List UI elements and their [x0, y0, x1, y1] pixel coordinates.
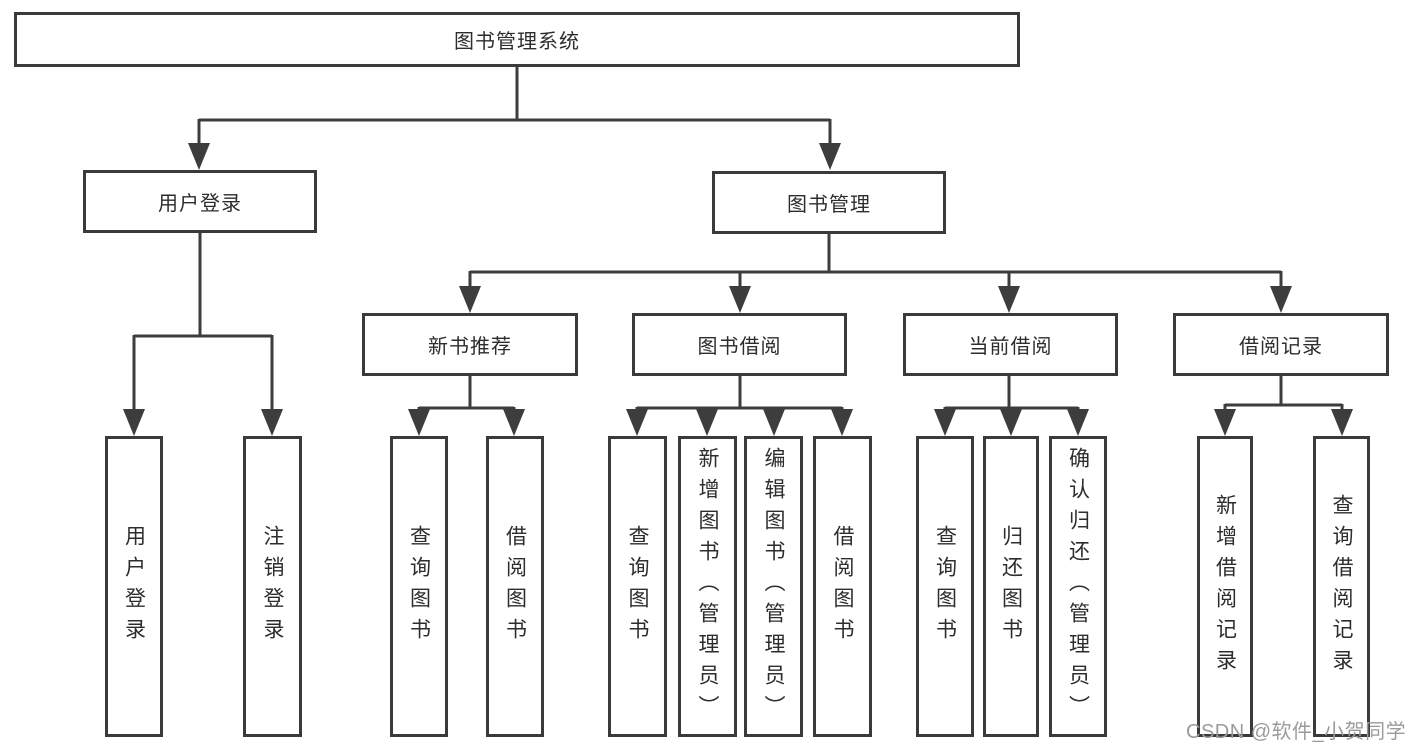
node-user-login: 用户登录 — [83, 170, 317, 233]
leaf-current-query-book-label: 查询图书 — [933, 524, 957, 649]
leaf-recommend-borrow-book: 借阅图书 — [486, 436, 544, 737]
leaf-add-borrow-record-label: 新增借阅记录 — [1213, 493, 1237, 680]
connector-manage-to-level3 — [459, 234, 1292, 313]
leaf-recommend-query-book: 查询图书 — [390, 436, 448, 737]
connector-records-to-leaves — [1214, 376, 1353, 436]
leaf-recommend-borrow-book-label: 借阅图书 — [503, 524, 527, 649]
leaf-user-login: 用户登录 — [105, 436, 163, 737]
node-new-book-recommend: 新书推荐 — [362, 313, 578, 376]
leaf-confirm-return-admin: 确认归还（管理员） — [1049, 436, 1107, 737]
leaf-borrow-book-label: 借阅图书 — [831, 524, 854, 649]
leaf-add-book-admin: 新增图书（管理员） — [678, 436, 737, 737]
leaf-borrow-query-book-label: 查询图书 — [626, 524, 649, 649]
connector-login-to-leaves — [123, 233, 283, 436]
leaf-add-borrow-record: 新增借阅记录 — [1197, 436, 1253, 737]
node-book-borrow-label: 图书借阅 — [697, 336, 782, 358]
node-book-borrow: 图书借阅 — [632, 313, 847, 376]
leaf-borrow-book: 借阅图书 — [813, 436, 872, 737]
node-current-borrow: 当前借阅 — [903, 313, 1118, 376]
connector-borrow-to-leaves — [626, 376, 853, 436]
leaf-current-query-book: 查询图书 — [916, 436, 974, 737]
leaf-query-borrow-record: 查询借阅记录 — [1313, 436, 1370, 737]
leaf-recommend-query-book-label: 查询图书 — [407, 524, 431, 649]
leaf-confirm-return-admin-label: 确认归还（管理员） — [1066, 447, 1090, 726]
leaf-edit-book-admin-label: 编辑图书（管理员） — [762, 447, 785, 726]
leaf-return-book-label: 归还图书 — [999, 524, 1023, 649]
leaf-logout: 注销登录 — [243, 436, 302, 737]
node-current-borrow-label: 当前借阅 — [968, 336, 1053, 358]
connector-current-to-leaves — [934, 376, 1089, 436]
node-book-manage-label: 图书管理 — [787, 194, 871, 216]
leaf-user-login-label: 用户登录 — [122, 524, 146, 649]
connector-root-to-level2 — [188, 66, 841, 170]
leaf-add-book-admin-label: 新增图书（管理员） — [696, 447, 719, 726]
node-root: 图书管理系统 — [14, 12, 1020, 67]
leaf-logout-label: 注销登录 — [261, 524, 284, 649]
leaf-edit-book-admin: 编辑图书（管理员） — [744, 436, 803, 737]
node-new-book-recommend-label: 新书推荐 — [428, 336, 512, 358]
connector-recommend-to-leaves — [408, 376, 525, 436]
node-borrow-records-label: 借阅记录 — [1239, 336, 1323, 358]
leaf-query-borrow-record-label: 查询借阅记录 — [1330, 493, 1353, 680]
node-book-manage: 图书管理 — [712, 171, 946, 234]
csdn-watermark: CSDN @软件_小贺同学 — [1186, 721, 1405, 743]
leaf-borrow-query-book: 查询图书 — [608, 436, 667, 737]
node-user-login-label: 用户登录 — [158, 193, 242, 215]
leaf-return-book: 归还图书 — [983, 436, 1039, 737]
node-borrow-records: 借阅记录 — [1173, 313, 1389, 376]
node-root-label: 图书管理系统 — [454, 31, 580, 53]
